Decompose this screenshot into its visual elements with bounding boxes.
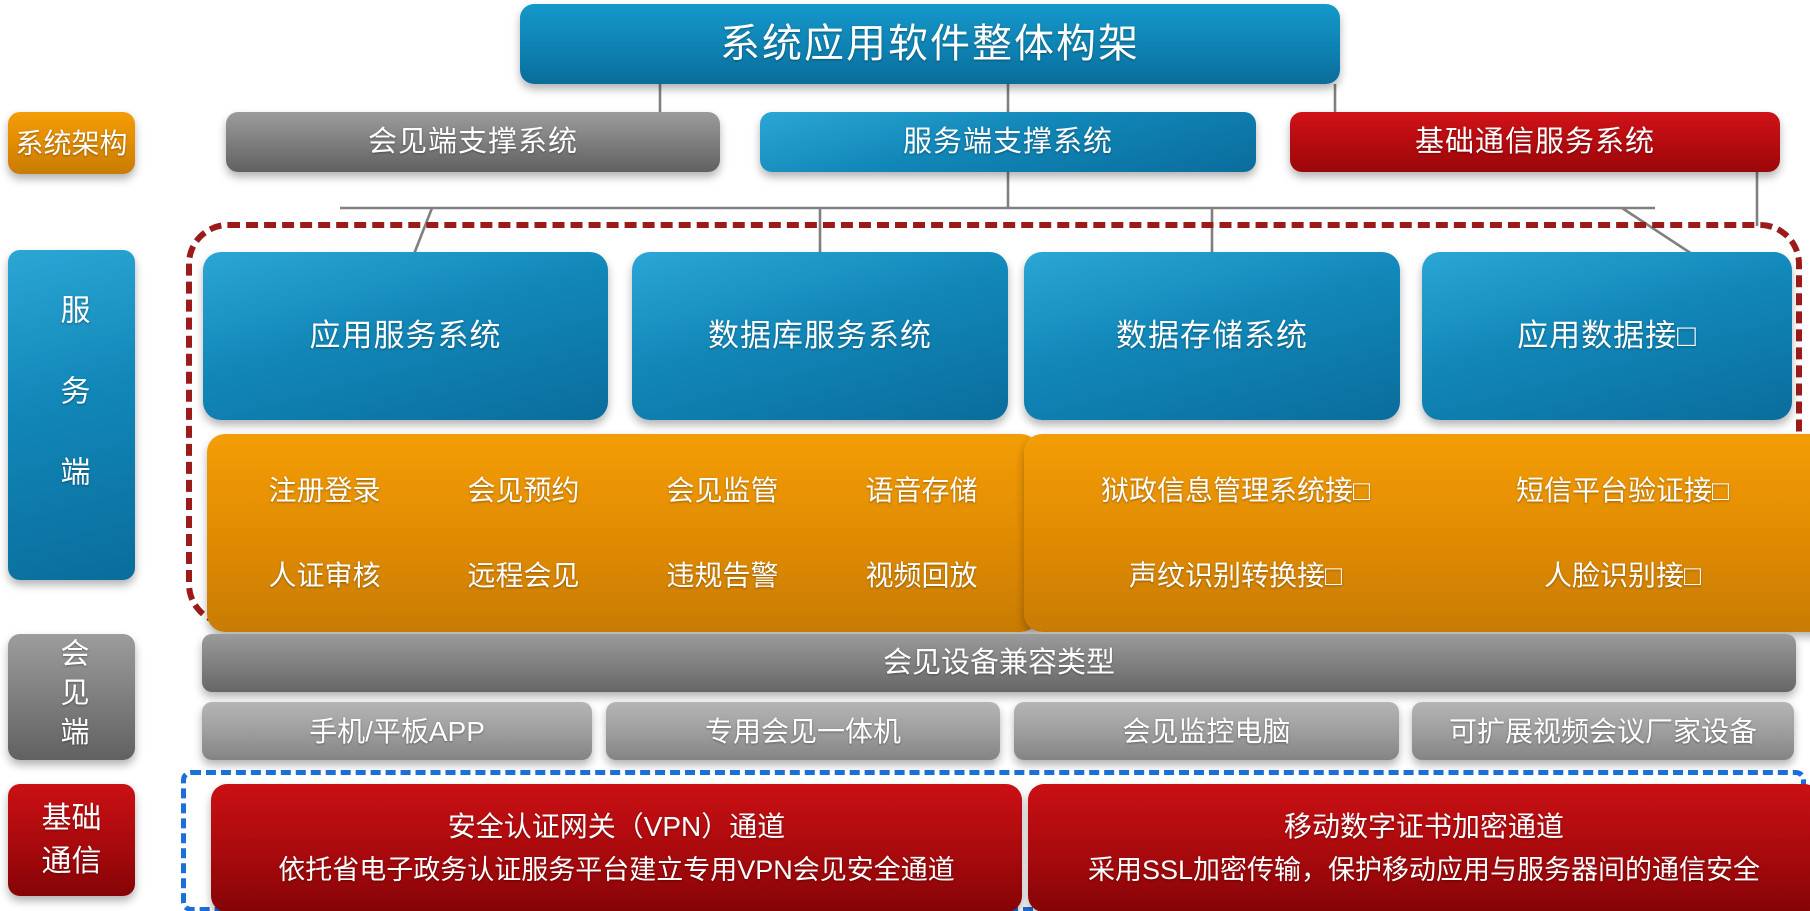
box-app-service-system: 应用服务系统 [203,252,608,420]
vpn-channel-title: 安全认证网关（VPN）通道 [447,810,786,842]
function-meeting-supervision: 会见监管 [666,475,779,506]
interface-face-recognition: 人脸识别接□ [1544,560,1701,591]
app-service-system-label: 应用服务系统 [309,317,502,353]
rail-architecture-text: 系统架构 [15,127,128,159]
device-dedicated-terminal-label: 专用会见一体机 [704,715,901,747]
rail-basic-comm-text: 基础 通信 [42,800,102,881]
meeting-support-label: 会见端支撑系统 [367,125,578,158]
interface-sms-verification: 短信平台验证接□ [1516,475,1729,506]
box-database-service-system: 数据库服务系统 [632,252,1008,420]
server-support-label: 服务端支撑系统 [902,125,1113,158]
box-app-data-interface: 应用数据接□ [1422,252,1792,420]
device-mobile-app-label: 手机/平板APP [309,715,485,747]
app-data-interface-label: 应用数据接□ [1517,317,1697,353]
function-meeting-booking: 会见预约 [467,475,580,506]
mobile-cert-channel-title: 移动数字证书加密通道 [1283,810,1564,842]
data-storage-system-label: 数据存储系统 [1116,317,1308,353]
device-vendor-equipment-label: 可扩展视频会议厂家设备 [1448,715,1757,747]
function-video-playback: 视频回放 [865,560,978,591]
device-monitoring-pc-label: 会见监控电脑 [1122,715,1291,747]
box-basic-comm-service-system: 基础通信服务系统 [1290,112,1780,172]
database-service-system-label: 数据库服务系统 [708,317,932,353]
rail-basic-comm-line1: 基础 [41,801,102,835]
box-mobile-cert-channel: 移动数字证书加密通道 采用SSL加密传输，保护移动应用与服务器间的通信安全 [1028,784,1810,911]
rail-label-architecture: 系统架构 [8,112,135,174]
box-data-storage-system: 数据存储系统 [1024,252,1400,420]
panel-app-functions: 注册登录 会见预约 会见监管 语音存储 人证审核 远程会见 违规告警 视频回放 [207,434,1039,632]
title-banner: 系统应用软件整体构架 [520,4,1340,84]
rail-meeting-side-text: 会见端 [56,638,88,756]
function-violation-alarm: 违规告警 [666,560,779,591]
mobile-cert-channel-desc: 采用SSL加密传输，保护移动应用与服务器间的通信安全 [1087,854,1761,885]
function-remote-meeting: 远程会见 [467,560,580,591]
box-device-vendor-equipment: 可扩展视频会议厂家设备 [1412,702,1794,760]
function-register-login: 注册登录 [268,475,381,506]
box-server-support-system: 服务端支撑系统 [760,112,1256,172]
function-voice-storage: 语音存储 [865,475,978,506]
box-device-monitoring-pc: 会见监控电脑 [1014,702,1399,760]
interface-voiceprint-conversion: 声纹识别转换接□ [1129,560,1342,591]
box-device-dedicated-terminal: 专用会见一体机 [606,702,1000,760]
panel-interfaces: 狱政信息管理系统接□ 短信平台验证接□ 声纹识别转换接□ 人脸识别接□ [1024,434,1810,632]
box-meeting-support-system: 会见端支撑系统 [226,112,720,172]
rail-label-server-side: 服务端 [8,250,135,580]
diagram-title: 系统应用软件整体构架 [720,22,1140,66]
device-compatibility-label: 会见设备兼容类型 [882,646,1115,679]
basic-comm-service-label: 基础通信服务系统 [1414,125,1655,158]
box-device-mobile-app: 手机/平板APP [202,702,592,760]
vpn-channel-desc: 依托省电子政务认证服务平台建立专用VPN会见安全通道 [278,854,955,885]
box-vpn-channel: 安全认证网关（VPN）通道 依托省电子政务认证服务平台建立专用VPN会见安全通道 [211,784,1022,911]
bar-device-compatibility: 会见设备兼容类型 [202,634,1796,692]
interface-prison-info-system: 狱政信息管理系统接□ [1101,475,1370,506]
rail-label-meeting-side: 会见端 [8,634,135,760]
rail-server-side-text: 服务端 [55,293,89,537]
rail-basic-comm-line2: 通信 [41,845,102,878]
function-identity-review: 人证审核 [268,560,381,591]
rail-label-basic-comm: 基础 通信 [8,784,135,896]
